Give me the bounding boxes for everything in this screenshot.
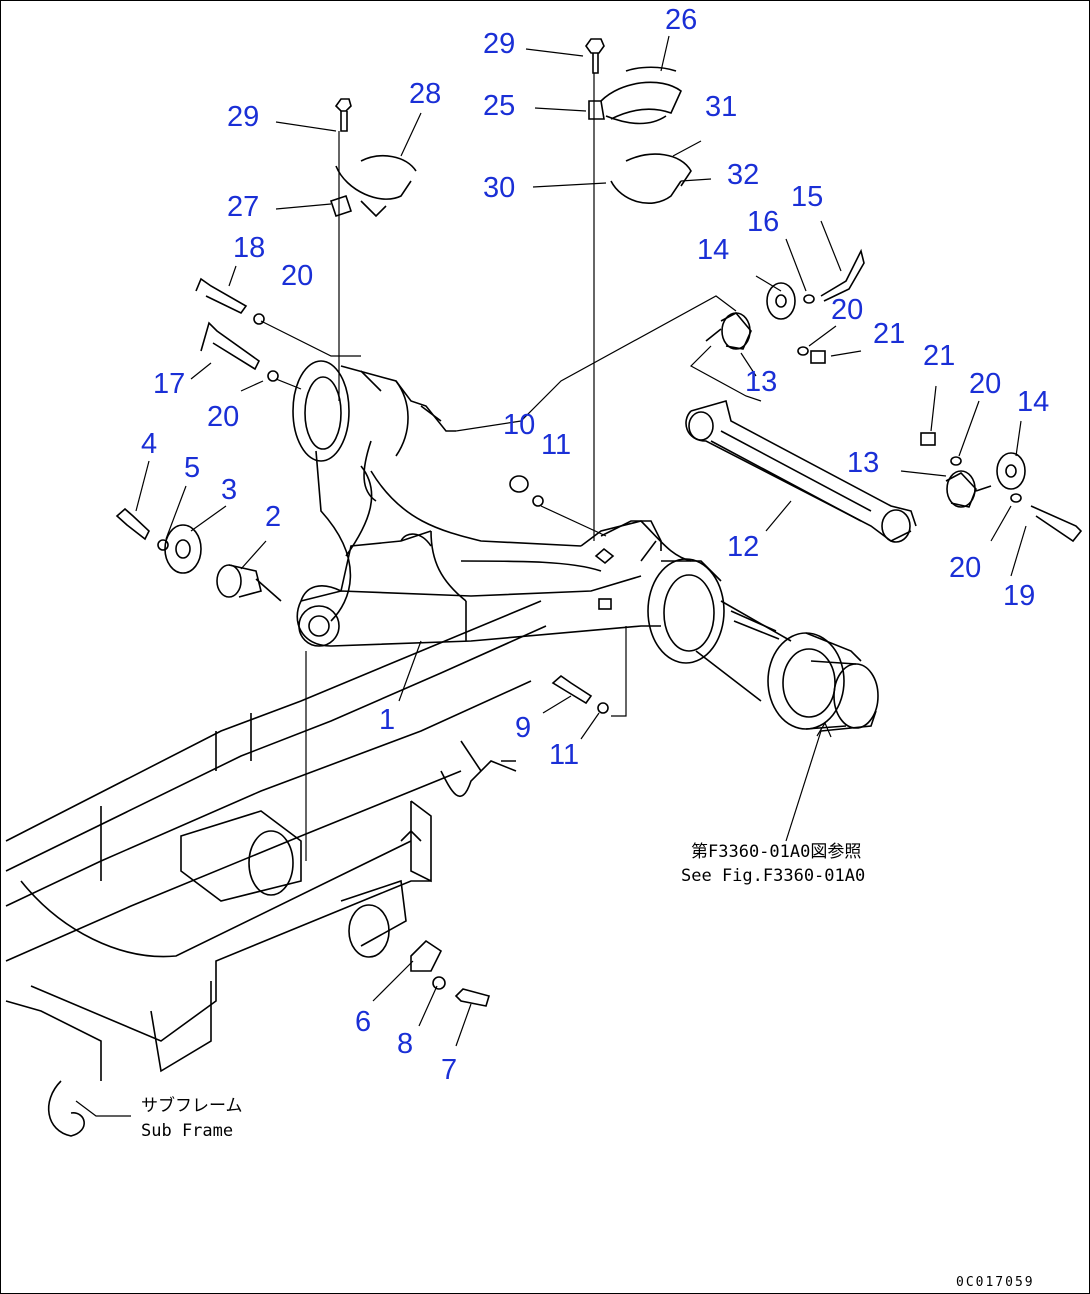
- callout-labels: 29 26 25 31 30 32 29 28 27 18 20 17 20 1…: [141, 4, 1049, 1086]
- callout-27: 27: [227, 191, 259, 223]
- callout-14: 14: [697, 234, 729, 266]
- callout-28: 28: [409, 78, 441, 110]
- callout-21: 21: [873, 318, 905, 350]
- hub-and-shaft: [730, 610, 879, 732]
- callout-1: 1: [379, 704, 395, 736]
- callout-17: 17: [153, 368, 185, 400]
- callout-11-lower: 11: [549, 739, 579, 771]
- reference-notes: 第F3360-01A0図参照 See Fig.F3360-01A0 サブフレーム…: [141, 842, 1035, 1290]
- callout-29: 29: [483, 28, 515, 60]
- callout-12: 12: [727, 531, 759, 563]
- callout-10: 10: [503, 409, 535, 441]
- callout-16: 16: [747, 206, 779, 238]
- leader-lines: [75, 35, 1027, 1117]
- callout-25: 25: [483, 90, 515, 122]
- callout-7: 7: [441, 1054, 457, 1086]
- callout-20-upper: 20: [831, 294, 863, 326]
- left-mount-parts: [115, 277, 361, 602]
- callout-13: 13: [745, 366, 777, 398]
- callout-30: 30: [483, 172, 515, 204]
- callout-20-left: 20: [207, 401, 239, 433]
- callout-18: 18: [233, 232, 265, 264]
- callout-21-right: 21: [923, 340, 955, 372]
- reference-note-jp: 第F3360-01A0図参照: [691, 842, 861, 862]
- torque-rod: [455, 248, 1083, 543]
- document-id: 0C017059: [956, 1275, 1035, 1290]
- callout-31: 31: [705, 91, 737, 123]
- callout-20-right: 20: [969, 368, 1001, 400]
- subframe-label-en: Sub Frame: [141, 1121, 233, 1141]
- callout-5: 5: [184, 452, 200, 484]
- callout-26: 26: [665, 4, 697, 36]
- axle-fasteners: [509, 475, 615, 714]
- callout-6: 6: [355, 1006, 371, 1038]
- callout-20: 20: [281, 260, 313, 292]
- clamp-parts: [305, 38, 692, 861]
- reference-note-en: See Fig.F3360-01A0: [681, 866, 865, 886]
- callout-4: 4: [141, 428, 157, 460]
- callout-19: 19: [1003, 580, 1035, 612]
- callout-13-right: 13: [847, 447, 879, 479]
- callout-14-right: 14: [1017, 386, 1049, 418]
- subframe-label-jp: サブフレーム: [141, 1095, 243, 1116]
- callout-2: 2: [265, 501, 281, 533]
- callout-9: 9: [515, 712, 531, 744]
- callout-8: 8: [397, 1028, 413, 1060]
- callout-15: 15: [791, 181, 823, 213]
- callout-29-left: 29: [227, 101, 259, 133]
- axle-housing: [292, 360, 792, 702]
- hanger-parts: [410, 939, 491, 1007]
- callout-3: 3: [221, 474, 237, 506]
- sub-frame: [5, 600, 547, 1137]
- callout-20-lower: 20: [949, 552, 981, 584]
- callout-11: 11: [541, 429, 571, 461]
- callout-32: 32: [727, 159, 759, 191]
